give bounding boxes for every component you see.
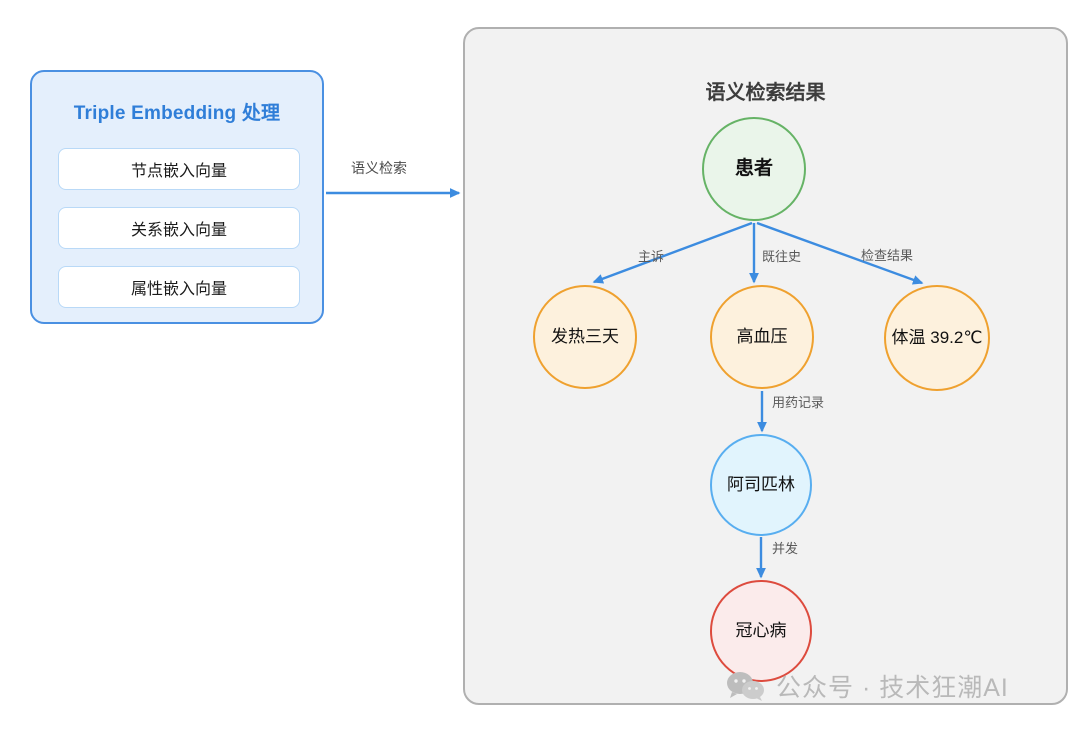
edge-label-medication-record: 用药记录 [772,395,825,410]
semantic-retrieval-result-title: 语义检索结果 [705,82,826,104]
graph-node-label: 阿司匹林 [727,474,795,494]
embedding-item-label: 属性嵌入向量 [130,281,227,298]
graph-node-label: 高血压 [736,326,788,346]
triple-embedding-panel: Triple Embedding 处理 节点嵌入向量 关系嵌入向量 属性嵌入向量 [30,70,324,324]
embedding-item-attribute[interactable]: 属性嵌入向量 [58,266,300,308]
edge-label-past-history: 既往史 [762,249,802,264]
graph-node-hypertension[interactable]: 高血压 [710,285,814,389]
embedding-item-label: 节点嵌入向量 [130,163,227,180]
embedding-item-node[interactable]: 节点嵌入向量 [58,148,300,190]
edge-label-semantic-retrieval: 语义检索 [351,160,407,176]
edge-label-complication: 并发 [772,541,799,556]
triple-embedding-title: Triple Embedding 处理 [73,103,281,124]
graph-node-patient[interactable]: 患者 [702,117,806,221]
embedding-item-relation[interactable]: 关系嵌入向量 [58,207,300,249]
graph-node-label: 冠心病 [735,620,787,640]
edge-label-chief-complaint: 主诉 [638,249,665,264]
graph-node-aspirin[interactable]: 阿司匹林 [710,434,812,536]
embedding-item-label: 关系嵌入向量 [130,222,227,239]
graph-node-label: 发热三天 [551,326,619,346]
watermark-text: 公众号 · 技术狂潮AI [776,674,1009,702]
graph-node-coronary-heart-disease[interactable]: 冠心病 [710,580,812,682]
graph-node-label: 体温 39.2℃ [891,327,983,347]
graph-node-fever[interactable]: 发热三天 [533,285,637,389]
wechat-icon [727,672,764,701]
edge-label-exam-result: 检查结果 [861,248,914,263]
graph-node-label: 患者 [734,157,773,179]
graph-node-temperature[interactable]: 体温 39.2℃ [884,285,990,391]
watermark: 公众号 · 技术狂潮AI [726,668,1009,704]
